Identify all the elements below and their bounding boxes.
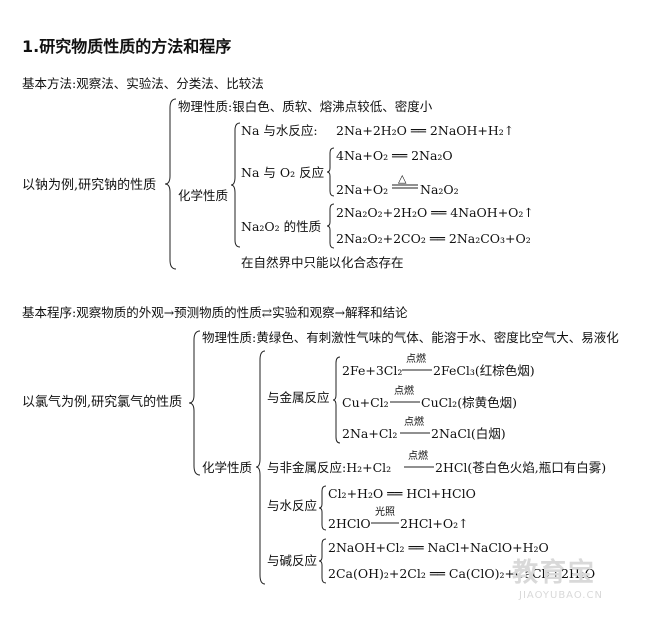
cl-base-eq2: 2Ca(OH)₂+2Cl₂ ══ Ca(ClO)₂+CaCl₂+2H₂O [328,566,596,581]
sodium-root-label: 以钠为例,研究钠的性质 [22,178,157,193]
watermark-url: JIAOYUBAO.CN [519,590,603,601]
cl-base-eq1: 2NaOH+Cl₂ ══ NaCl+NaClO+H₂O [328,540,549,555]
watermark-logo: 教育宝 [512,558,597,588]
cl-metal-brace [332,356,341,444]
sodium-main-brace [164,98,177,270]
cl-base-brace [318,538,327,584]
cl-base-label: 与碱反应 [267,553,318,568]
na-o2-eq2-arrow [392,184,418,189]
cl-nonmetal-left: 与非金属反应:H₂+Cl₂ [267,460,392,475]
chlorine-chemical-label: 化学性质 [202,460,253,475]
na-water-label: Na 与水反应: [241,123,318,138]
cl-metal-eq1-bar [402,369,432,371]
sodium-physical: 物理性质:银白色、质软、熔沸点较低、密度小 [178,99,433,114]
na-water-equation: 2Na+2H₂O ══ 2NaOH+H₂↑ [336,123,515,138]
cl-metal-eq3-bar [400,432,430,434]
cl-metal-eq1-right: 2FeCl₃(红棕色烟) [433,363,535,378]
sodium-chemical-label: 化学性质 [178,188,229,203]
na-o2-eq2-right: Na₂O₂ [420,182,459,197]
na-o2-label: Na 与 O₂ 反应 [241,165,325,180]
cl-metal-eq1-condition: 点燃 [406,354,426,365]
cl-metal-eq2-condition: 点燃 [394,386,414,397]
cl-water-label: 与水反应 [267,498,318,513]
cl-nonmetal-condition: 点燃 [408,451,428,462]
basic-methods: 基本方法:观察法、实验法、分类法、比较法 [22,76,264,91]
cl-metal-eq3-right: 2NaCl(白烟) [431,426,506,441]
cl-metal-eq3-condition: 点燃 [404,417,424,428]
sodium-nature: 在自然界中只能以化合态存在 [241,255,404,270]
basic-procedure: 基本程序:观察物质的外观→预测物质的性质⇄实验和观察→解释和结论 [22,305,408,320]
cl-nonmetal-bar [404,466,434,468]
na2o2-equation-2: 2Na₂O₂+2CO₂ ══ 2Na₂CO₃+O₂ [336,231,531,246]
na2o2-equation-1: 2Na₂O₂+2H₂O ══ 4NaOH+O₂↑ [336,205,534,220]
cl-metal-eq2-right: CuCl₂(棕黄色烟) [421,395,517,410]
cl-metal-eq2-bar [390,401,420,403]
cl-water-brace [318,485,327,531]
chlorine-physical: 物理性质:黄绿色、有刺激性气味的气体、能溶于水、密度比空气大、易液化 [202,330,619,345]
cl-water-eq2-right: 2HCl+O₂↑ [400,516,469,531]
cl-metal-eq3-left: 2Na+Cl₂ [342,426,398,441]
cl-metal-eq1-left: 2Fe+3Cl₂ [342,363,403,378]
na-o2-eq2-left: 2Na+O₂ [336,182,389,197]
cl-nonmetal-right: 2HCl(苍白色火焰,瓶口有白雾) [435,460,607,475]
cl-water-eq2-left: 2HClO [328,516,371,531]
chlorine-root-label: 以氯气为例,研究氯气的性质 [22,395,183,410]
cl-water-eq1: Cl₂+H₂O ══ HCl+HClO [328,486,476,501]
chlorine-main-brace [188,330,201,476]
na2o2-label: Na₂O₂ 的性质 [241,219,322,234]
cl-water-eq2-bar [371,522,399,524]
chlorine-chemical-brace [255,350,266,585]
cl-water-eq2-condition: 光照 [375,507,395,518]
na-o2-equation-1: 4Na+O₂ ══ 2Na₂O [336,148,453,163]
na2o2-brace [326,203,335,249]
na-o2-eq2-condition: △ [398,172,407,185]
cl-metal-label: 与金属反应 [267,390,330,405]
page-title: 1.研究物质性质的方法和程序 [22,37,232,56]
cl-metal-eq2-left: Cu+Cl₂ [342,395,389,410]
sodium-chemical-brace [230,122,241,248]
na-o2-brace [326,147,335,197]
